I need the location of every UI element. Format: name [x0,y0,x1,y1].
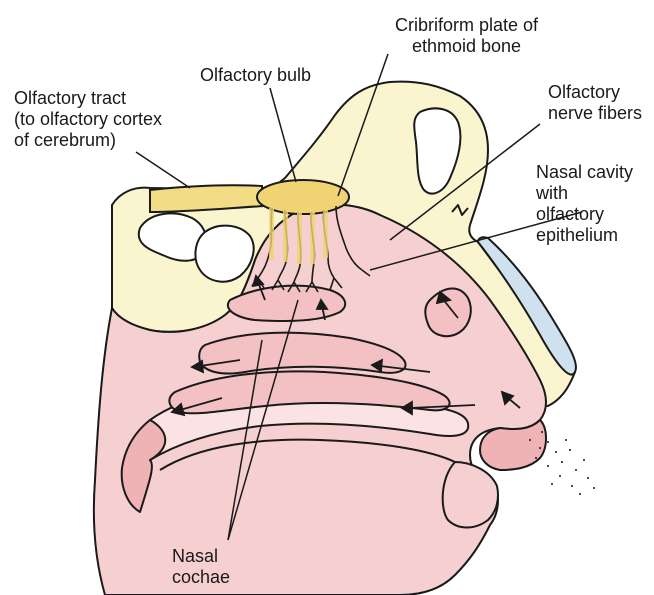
upper-lip [443,462,498,528]
label-olfactory-bulb: Olfactory bulb [200,65,311,86]
label-olfactory-tract: Olfactory tract (to olfactory cortex of … [14,88,162,151]
label-nasal-cavity: Nasal cavity with olfactory epithelium [536,162,633,246]
leader-olfactory-tract [136,152,190,188]
olfactory-tract [150,185,264,212]
label-nasal-conchae: Nasal cochae [172,546,230,588]
label-cribriform-plate: Cribriform plate of ethmoid bone [395,15,538,57]
label-olfactory-nerve-fibers: Olfactory nerve fibers [548,82,642,124]
leader-olfactory-bulb [270,88,296,182]
